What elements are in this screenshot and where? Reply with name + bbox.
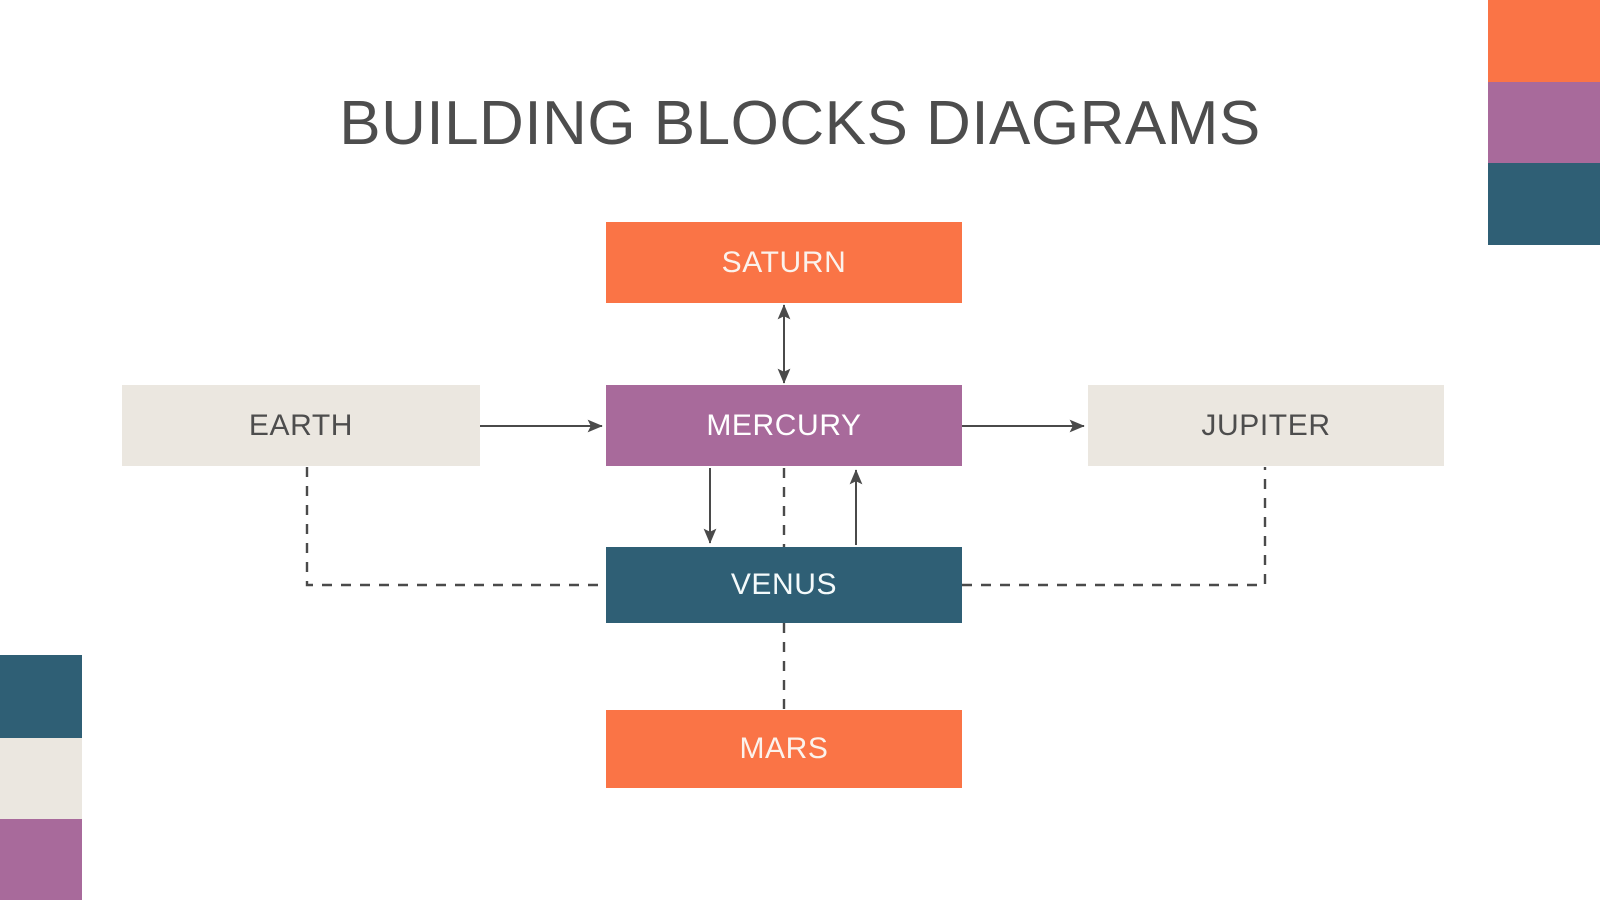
node-earth[interactable]: EARTH [122,385,480,466]
node-saturn[interactable]: SATURN [606,222,962,303]
decor-block-right-teal [1488,163,1600,245]
node-label-saturn: SATURN [721,245,847,279]
node-label-mercury: MERCURY [706,408,862,442]
node-label-venus: VENUS [730,568,838,601]
node-jupiter[interactable]: JUPITER [1088,385,1444,466]
decor-block-left-cream [0,738,82,819]
page-title: BUILDING BLOCKS DIAGRAMS [339,89,1261,158]
decor-block-right-purple [1488,82,1600,163]
node-venus[interactable]: VENUS [606,547,962,623]
node-mercury[interactable]: MERCURY [606,385,962,466]
decor-block-left-teal [0,655,82,738]
node-label-jupiter: JUPITER [1201,408,1331,442]
node-label-earth: EARTH [248,408,354,442]
node-mars[interactable]: MARS [606,710,962,788]
decor-block-right-orange [1488,0,1600,82]
node-label-mars: MARS [739,732,829,765]
decor-block-left-purple [0,819,82,900]
